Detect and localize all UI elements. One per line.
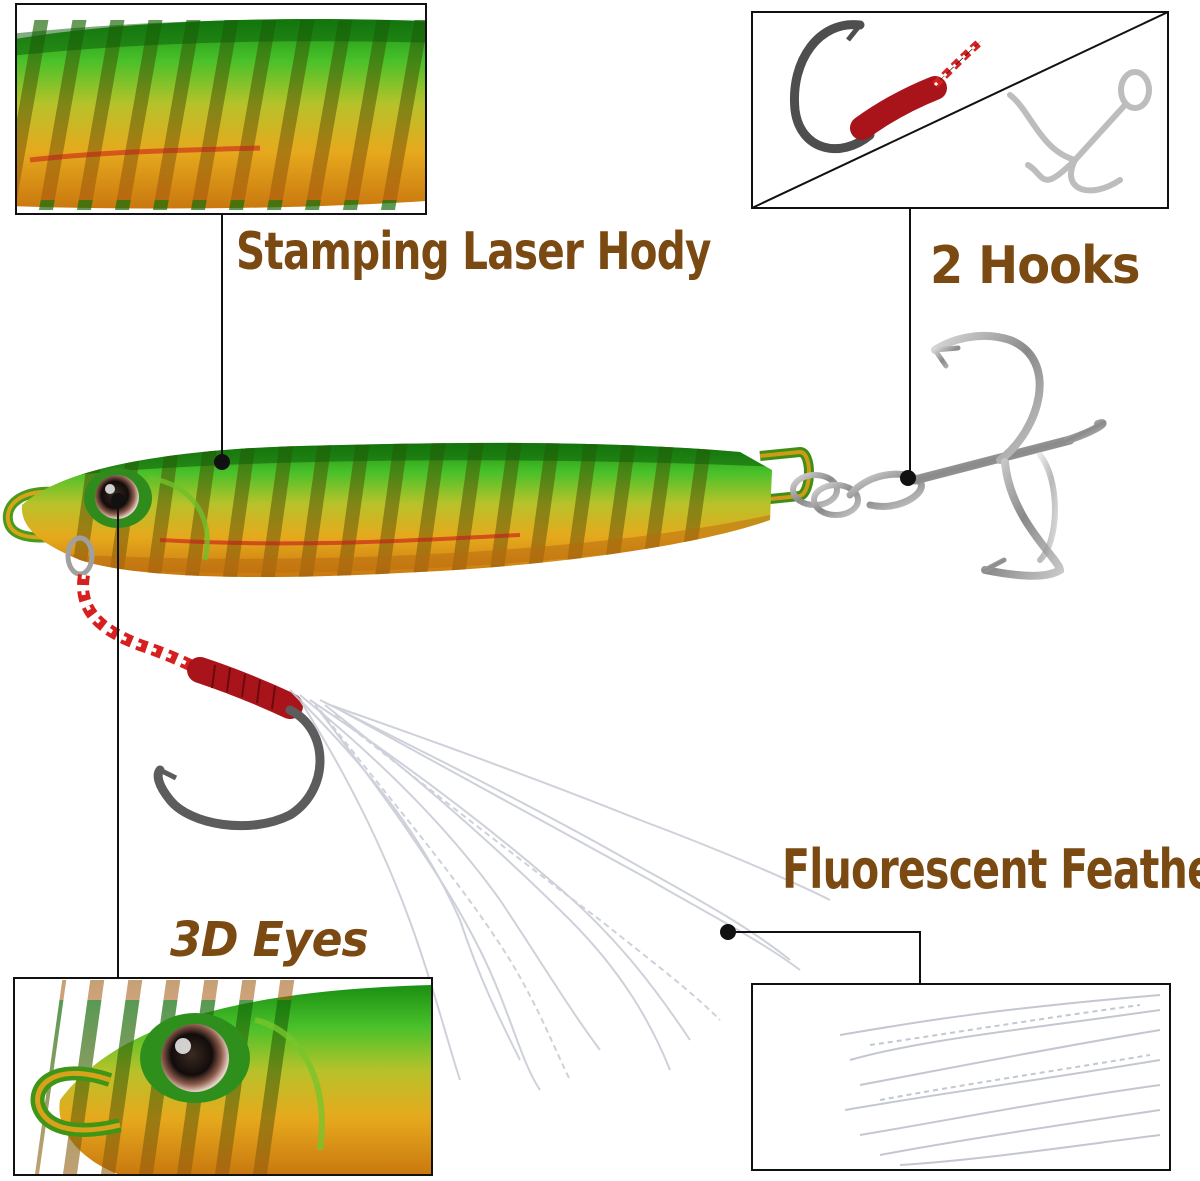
zoom-box-feathers [751, 983, 1171, 1171]
feather-skirt-icon [289, 689, 831, 1091]
leader-lines [117, 208, 921, 984]
label-fluorescent-feathers: Fluorescent Feathers [782, 838, 1200, 901]
treble-hook-icon [790, 331, 1107, 580]
label-2-hooks: 2 Hooks [930, 236, 1140, 296]
zoom-box-body [15, 3, 427, 215]
assist-hook-icon [65, 535, 325, 831]
zoom-box-hooks [751, 11, 1169, 209]
label-3d-eyes: 3D Eyes [170, 912, 369, 968]
label-stamping-laser-body: Stamping Laser Hody [236, 222, 711, 282]
leader-dots [111, 454, 916, 940]
zoom-box-eye [13, 977, 433, 1176]
lure-body [2, 442, 814, 577]
